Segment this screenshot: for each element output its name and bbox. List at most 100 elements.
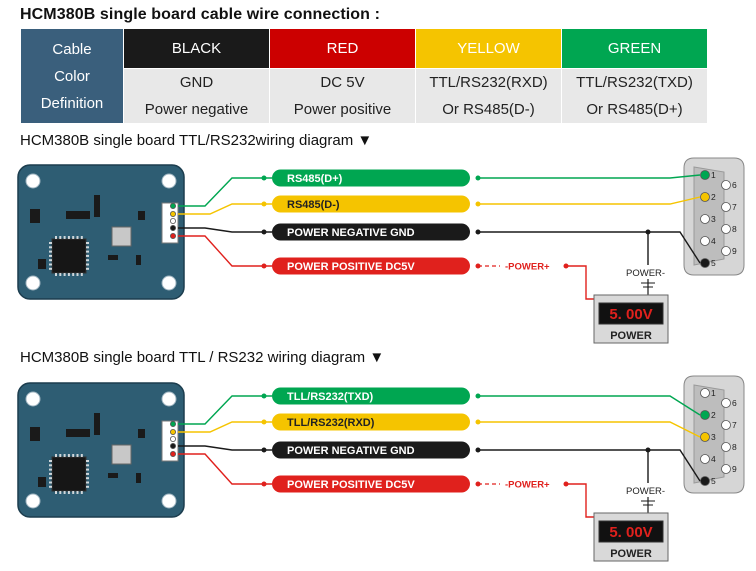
chip-pin [55,491,57,494]
power-display-value: 5. 00V [609,306,652,323]
smd-component [138,429,145,438]
definition-cell-yellow: TTL/RS232(RXD) Or RS485(D-) [415,68,562,124]
definition-cell-green: TTL/RS232(TXD) Or RS485(D+) [561,68,708,124]
wire-pill-bg [272,387,470,405]
definition-cell-red: DC 5V Power positive [269,68,416,124]
pcb-board [17,382,185,518]
db9-pin-number: 5 [711,258,716,268]
wire-left-segment [178,445,272,451]
chip-pin [86,259,89,262]
mounting-hole [25,275,41,291]
chip-pin [86,263,89,266]
connector-pin-dot [169,233,176,240]
db9-pin-1 [700,388,710,398]
connector-pin-dot [169,225,176,232]
smd-component [66,429,90,437]
wire-label: RS485(D-) [287,199,340,211]
chip-pin [49,468,52,471]
wire-label-pill: POWER POSITIVE DC5V [272,475,470,493]
main-chip [51,238,87,274]
mounting-hole [25,173,41,189]
definition-line-2: Power negative [144,101,249,118]
chip-pin [49,250,52,253]
mounting-hole [25,391,41,407]
wire-right-segment [478,196,701,205]
chip-pin [67,236,70,239]
definition-line-2: Or RS485(D-) [442,101,535,118]
mounting-hole [161,173,177,189]
wire-junction-dot [261,175,267,181]
db9-pin-6 [721,398,731,408]
db9-pin-number: 8 [732,224,737,234]
wire-junction-dot [261,393,267,399]
power-supply-label: POWER [610,548,652,560]
db9-pin-number: 4 [711,454,716,464]
connector-pin-dot [169,211,176,218]
db9-pin-number: 3 [711,432,716,442]
mounting-hole [161,493,177,509]
db9-pin-number: 9 [732,464,737,474]
chip-pin [49,485,52,488]
color-cell-green: GREEN [561,28,708,69]
wiring-diagram-2: 123456789TLL/RS232(TXD)TLL/RS232(RXD)POW… [17,375,745,562]
chip-pin [86,481,89,484]
legend-header-line-1: Cable [52,40,92,58]
smd-component [94,413,100,435]
smd-component [108,255,118,260]
chip-pin [49,477,52,480]
db9-pin-5 [700,476,710,486]
connector-pin-dot [169,436,176,443]
main-chip [51,456,87,492]
chip-pin [86,246,89,249]
wire-left-segment [178,235,272,267]
power-plus-lead [566,483,594,518]
definition-line-2: Power positive [293,101,392,118]
chip-pin [72,454,75,457]
chip-pin [63,454,66,457]
chip-pin [80,236,83,239]
chip-pin [76,491,79,494]
wire-pill-bg [272,475,470,493]
db9-pin-9 [721,464,731,474]
mounting-hole [161,391,177,407]
smd-component [66,211,90,219]
smd-component [30,209,40,223]
db9-pin-5 [700,258,710,268]
power-plus-lead [566,265,594,300]
definition-line-1: TTL/RS232(TXD) [576,74,693,91]
chip-pin [63,236,66,239]
chip-pin [55,454,57,457]
chip-pin [86,242,89,244]
chip-pin [55,236,57,239]
wire-right-segment [478,421,701,438]
wire-junction-dot [261,263,267,269]
db9-pin-number: 3 [711,214,716,224]
db9-pin-number: 6 [732,180,737,190]
definition-cell-black: GND Power negative [123,68,270,124]
db9-pin-7 [721,202,731,212]
wire-label: RS485(D+) [287,173,343,185]
chip-pin [67,454,70,457]
chip-pin [76,273,79,276]
wire-pill-bg [272,223,470,241]
legend-header-line-3: Definition [40,94,104,112]
wire-label: TLL/RS232(RXD) [287,417,375,429]
chip-pin [49,254,52,257]
wire-left-segment [178,421,272,433]
chip-pin [67,273,70,276]
smd-component [138,211,145,220]
definition-line-1: TTL/RS232(RXD) [429,74,548,91]
chip-pin [86,477,89,480]
wire-label: TLL/RS232(TXD) [287,391,374,403]
wire-label-pill: TLL/RS232(TXD) [272,387,470,405]
chip-pin [86,468,89,471]
chip-pin [86,472,89,475]
color-cell-black: BLACK [123,28,270,69]
smd-component [136,255,141,265]
wire-right-segment [478,174,701,179]
chip-pin [59,273,62,276]
color-cell-yellow: YELLOW [415,28,562,69]
chip-pin [80,273,83,276]
wire-label-pill: RS485(D+) [272,169,470,187]
connector-pin-dot [169,443,176,450]
